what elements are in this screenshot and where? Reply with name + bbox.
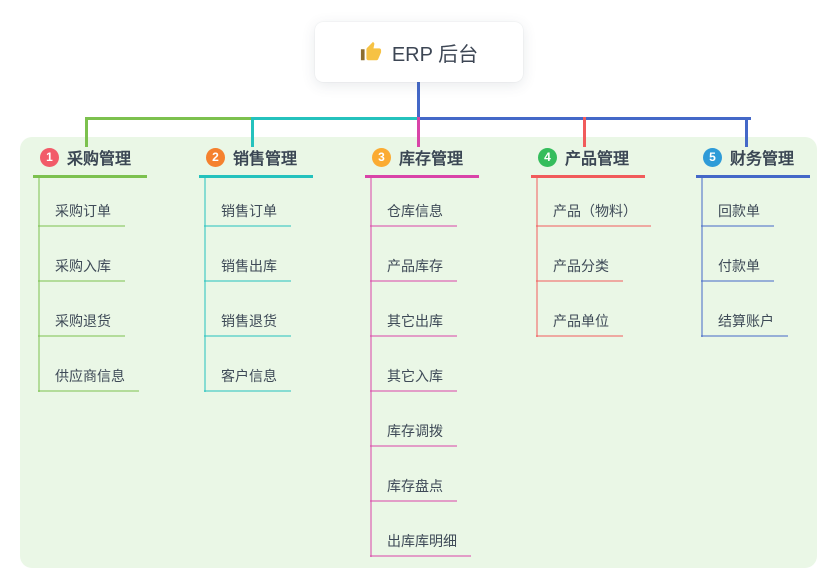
child-node[interactable]: 产品单位 bbox=[536, 314, 623, 337]
child-node[interactable]: 结算账户 bbox=[701, 314, 788, 337]
child-node[interactable]: 采购退货 bbox=[38, 314, 125, 337]
branch-node-1[interactable]: 1 采购管理 bbox=[33, 146, 148, 178]
child-node[interactable]: 产品（物料） bbox=[536, 204, 651, 227]
branch-drop-connector-line bbox=[583, 117, 586, 147]
child-node[interactable]: 采购订单 bbox=[38, 204, 125, 227]
root-label: ERP 后台 bbox=[391, 43, 479, 66]
child-node[interactable]: 产品库存 bbox=[370, 259, 457, 282]
child-node[interactable]: 销售出库 bbox=[204, 259, 291, 282]
branch-title-label: 销售管理 bbox=[233, 151, 298, 168]
branch-node-3[interactable]: 3 库存管理 bbox=[365, 146, 480, 178]
child-node[interactable]: 采购入库 bbox=[38, 259, 125, 282]
branch-node-5[interactable]: 5 财务管理 bbox=[696, 146, 811, 178]
branch-node-2[interactable]: 2 销售管理 bbox=[199, 146, 314, 178]
branch-drop-connector-line bbox=[745, 117, 748, 147]
branch-drop-connector-line bbox=[251, 117, 254, 147]
child-node[interactable]: 付款单 bbox=[701, 259, 774, 282]
child-node[interactable]: 库存调拨 bbox=[370, 424, 457, 447]
child-node[interactable]: 其它入库 bbox=[370, 369, 457, 392]
branch-children-spine-line bbox=[38, 176, 40, 392]
branch-badge: 5 bbox=[703, 147, 722, 167]
child-node[interactable]: 销售订单 bbox=[204, 204, 291, 227]
branch-node-4[interactable]: 4 产品管理 bbox=[531, 146, 646, 178]
mindmap-background-panel bbox=[20, 137, 817, 568]
branch-title-label: 库存管理 bbox=[399, 151, 464, 168]
branch-title-label: 采购管理 bbox=[67, 151, 132, 168]
child-node[interactable]: 库存盘点 bbox=[370, 479, 457, 502]
tree-horizontal-connector-line bbox=[251, 117, 420, 120]
child-node[interactable]: 销售退货 bbox=[204, 314, 291, 337]
branch-children-spine-line bbox=[370, 176, 372, 557]
branch-children-spine-line bbox=[701, 176, 703, 337]
branch-title-label: 产品管理 bbox=[565, 151, 630, 168]
branch-drop-connector-line bbox=[85, 117, 88, 147]
branch-badge: 3 bbox=[372, 147, 391, 167]
thumbs-up-icon bbox=[360, 41, 382, 63]
child-node[interactable]: 客户信息 bbox=[204, 369, 291, 392]
branch-badge: 2 bbox=[206, 147, 225, 167]
branch-drop-connector-line bbox=[417, 117, 420, 147]
tree-horizontal-connector-line bbox=[85, 117, 254, 120]
child-node[interactable]: 供应商信息 bbox=[38, 369, 139, 392]
branch-children-spine-line bbox=[536, 176, 538, 337]
branch-badge: 4 bbox=[538, 147, 557, 167]
child-node[interactable]: 出库库明细 bbox=[370, 534, 471, 557]
child-node[interactable]: 其它出库 bbox=[370, 314, 457, 337]
child-node[interactable]: 仓库信息 bbox=[370, 204, 457, 227]
child-node[interactable]: 产品分类 bbox=[536, 259, 623, 282]
branch-badge: 1 bbox=[40, 147, 59, 167]
mindmap-root-node[interactable]: ERP 后台 bbox=[315, 22, 523, 82]
root-connector-line bbox=[417, 80, 420, 118]
branch-children-spine-line bbox=[204, 176, 206, 392]
branch-title-label: 财务管理 bbox=[730, 151, 795, 168]
child-node[interactable]: 回款单 bbox=[701, 204, 774, 227]
